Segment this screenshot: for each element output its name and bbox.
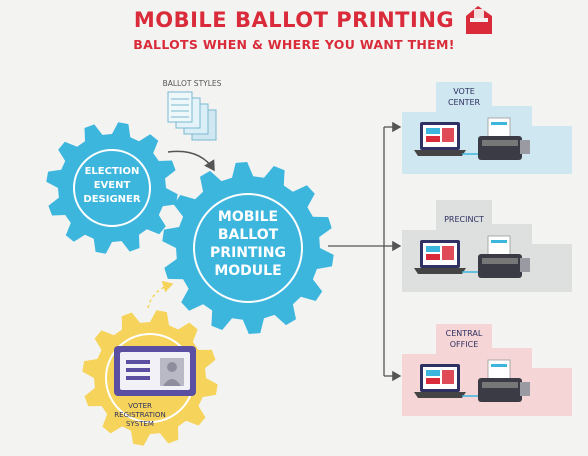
mobile-ballot-printing-module-gear bbox=[162, 162, 334, 334]
building-far-right bbox=[532, 368, 572, 416]
voter-id-card-icon bbox=[114, 346, 196, 396]
connector-trunk bbox=[328, 127, 385, 376]
svg-text:BALLOT: BALLOT bbox=[218, 227, 279, 243]
destination-label: OFFICE bbox=[450, 340, 479, 349]
building-far-right bbox=[532, 244, 572, 292]
svg-text:MOBILE: MOBILE bbox=[218, 209, 278, 225]
voter-registration-system-label: VOTER REGISTRATION SYSTEM bbox=[114, 402, 165, 428]
page-subtitle: BALLOTS WHEN & WHERE YOU WANT THEM! bbox=[133, 37, 455, 52]
destination-label: CENTER bbox=[448, 98, 481, 107]
page-title: MOBILE BALLOT PRINTING bbox=[133, 8, 455, 32]
destination-label: PRECINCT bbox=[444, 215, 484, 224]
printer-icon bbox=[478, 117, 530, 160]
destination-label: CENTRAL bbox=[446, 329, 483, 338]
laptop-icon bbox=[414, 240, 466, 274]
ballot-box-logo-icon bbox=[466, 6, 492, 34]
svg-text:DESIGNER: DESIGNER bbox=[83, 194, 140, 205]
ballot-styles-documents-icon bbox=[167, 91, 217, 141]
printer-icon bbox=[478, 359, 530, 402]
precinct-destination: PRECINCT bbox=[402, 200, 572, 292]
central-office-destination: CENTRAL OFFICE bbox=[402, 324, 572, 416]
mobile-ballot-printing-module-label: MOBILE BALLOT PRINTING MODULE bbox=[210, 209, 286, 279]
svg-text:PRINTING: PRINTING bbox=[210, 245, 286, 261]
building-far-right bbox=[532, 126, 572, 174]
election-event-designer-label: ELECTION EVENT DESIGNER bbox=[83, 166, 140, 205]
svg-text:EVENT: EVENT bbox=[94, 180, 131, 191]
ballot-styles-label: BALLOT STYLES bbox=[163, 79, 222, 88]
printer-icon bbox=[478, 235, 530, 278]
svg-text:MODULE: MODULE bbox=[214, 263, 281, 279]
laptop-icon bbox=[414, 364, 466, 398]
vote-center-destination: VOTE CENTER bbox=[402, 82, 572, 174]
destination-label: VOTE bbox=[453, 87, 475, 96]
arrow-styles-to-module bbox=[167, 150, 215, 172]
arrow-voter-to-module bbox=[147, 280, 174, 309]
laptop-icon bbox=[414, 122, 466, 156]
svg-text:REGISTRATION: REGISTRATION bbox=[114, 411, 165, 419]
svg-text:VOTER: VOTER bbox=[128, 402, 152, 410]
svg-text:ELECTION: ELECTION bbox=[85, 166, 140, 177]
svg-text:SYSTEM: SYSTEM bbox=[126, 420, 154, 428]
election-event-designer-gear bbox=[46, 122, 178, 254]
